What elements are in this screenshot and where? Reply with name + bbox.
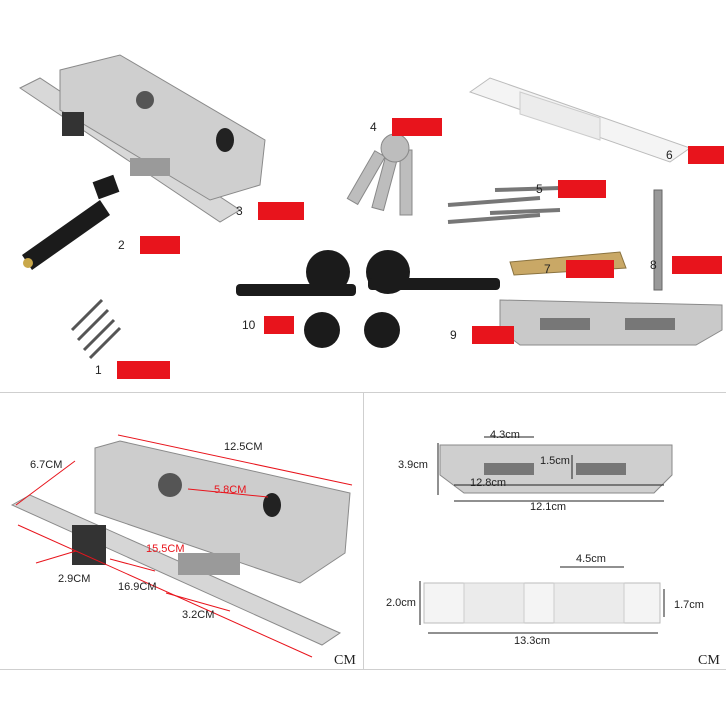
dim-body-depth: 16.9CM xyxy=(118,581,157,593)
strike-box xyxy=(468,77,692,163)
label-tag-6: 6 xyxy=(666,146,724,164)
label-tag-1: 1 xyxy=(95,361,170,379)
dim-body-height: 6.7CM xyxy=(30,459,63,471)
label-tag-4: 4 xyxy=(370,118,442,136)
lock-cylinder xyxy=(22,174,120,270)
dim-strike-opening-height: 1.5cm xyxy=(540,455,570,467)
long-bolt xyxy=(653,189,663,291)
label-tag-7: 7 xyxy=(544,260,614,278)
dim-box-total-length: 13.3cm xyxy=(514,635,551,647)
lock-dimensions-panel: 12.5CM 6.7CM 5.8CM 15.5CM 2.9CM 16.9CM 3… xyxy=(0,392,364,670)
unit-label-left: CM xyxy=(334,653,356,668)
parts-illustration xyxy=(19,54,723,360)
dim-box-width: 4.5cm xyxy=(576,553,606,565)
mortise-lock-body xyxy=(19,54,266,223)
strike-box-dimensions-panel: 4.3cm 3.9cm 1.5cm 12.8cm 12.1cm 4.5cm 2.… xyxy=(364,392,726,670)
label-tag-8: 8 xyxy=(650,256,722,274)
connecting-screws xyxy=(447,186,561,224)
dim-strike-total-length: 12.1cm xyxy=(530,501,567,513)
parts-overview-panel: 1 2 3 4 5 6 7 8 9 10 xyxy=(19,54,724,379)
lever-handles xyxy=(236,250,500,348)
label-tag-9: 9 xyxy=(450,326,514,344)
label-tag-2: 2 xyxy=(118,236,180,254)
unit-label-right: CM xyxy=(698,653,720,668)
dim-body-width: 12.5CM xyxy=(224,441,263,453)
label-tag-3: 3 xyxy=(236,202,304,220)
lock-dimension-drawing xyxy=(10,434,353,658)
dim-strike-height: 3.9cm xyxy=(398,459,428,471)
dim-faceplate-length: 15.5CM xyxy=(146,543,185,555)
screws xyxy=(70,298,122,360)
label-tag-5: 5 xyxy=(536,180,606,198)
dim-backset: 3.2CM xyxy=(182,609,215,621)
dim-faceplate-width: 2.9CM xyxy=(58,573,91,585)
keys xyxy=(346,133,413,216)
dim-spindle-cylinder: 5.8CM xyxy=(214,484,247,496)
label-tag-10: 10 xyxy=(242,316,294,334)
dim-strike-opening-width: 4.3cm xyxy=(490,429,520,441)
dim-box-height-right: 1.7cm xyxy=(674,599,704,611)
dim-box-height-left: 2.0cm xyxy=(386,597,416,609)
dim-strike-inner-length: 12.8cm xyxy=(470,477,507,489)
strike-plate xyxy=(499,299,723,346)
strike-box-dimension-drawing xyxy=(419,436,673,634)
